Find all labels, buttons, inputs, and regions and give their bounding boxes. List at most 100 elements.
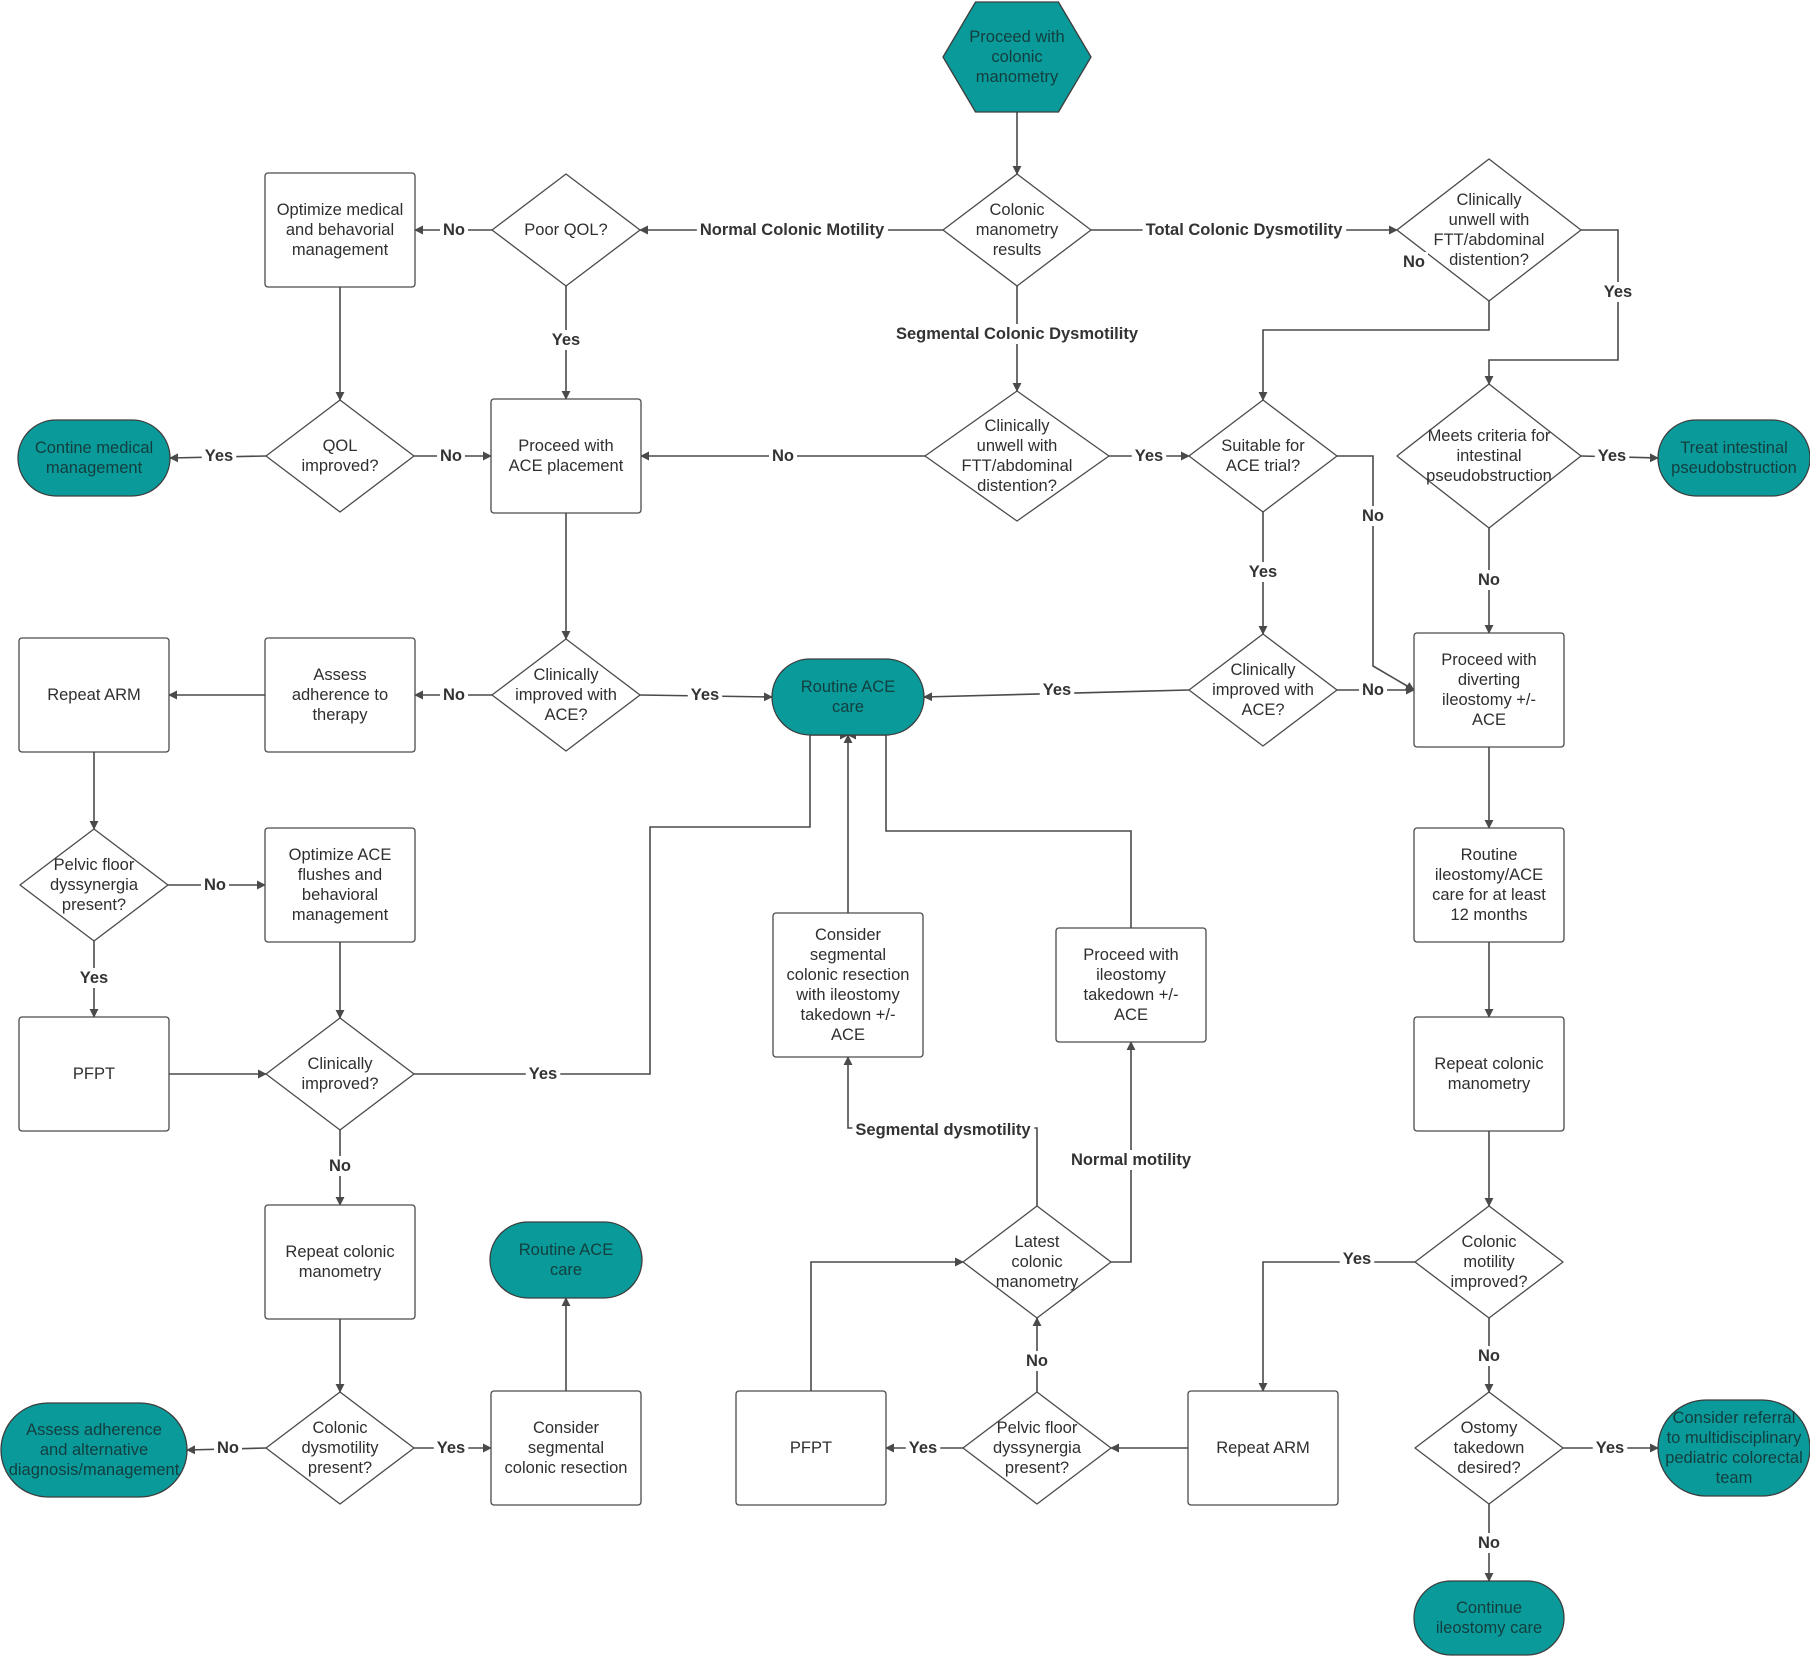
edge-label-bg <box>687 685 723 705</box>
node-label: ileostomy care <box>1436 1619 1542 1637</box>
node-label: care <box>550 1261 582 1279</box>
node-label: PFPT <box>790 1439 832 1457</box>
node-label: manometry <box>1448 1075 1531 1093</box>
node-label: Ostomy <box>1461 1419 1519 1437</box>
edge-label-bg <box>1339 1249 1375 1269</box>
node-shape <box>264 172 416 288</box>
edge-label-yes: Yes <box>687 685 723 705</box>
node-label: desired? <box>1457 1459 1520 1477</box>
edge-labels: Normal Colonic Motility Total Colonic Dys… <box>76 220 1636 1553</box>
node-label: Suitable for <box>1221 437 1305 455</box>
node-shape <box>1657 1399 1810 1497</box>
edge-label-no: No <box>1023 1351 1051 1371</box>
edge-label-normal-motility: Normal Colonic Motility <box>696 220 888 240</box>
node-label: dysmotility <box>301 1439 379 1457</box>
node-label: dyssynergia <box>993 1439 1082 1457</box>
node-label: pediatric colorectal <box>1665 1449 1803 1467</box>
node-shape <box>962 1205 1112 1319</box>
edge-label-bg <box>1023 1351 1051 1371</box>
node-label: ACE <box>1114 1006 1148 1024</box>
edge-label-bg <box>696 220 888 240</box>
edge-label-no: No <box>1359 506 1387 526</box>
node-shape <box>735 1390 887 1506</box>
node-label: takedown +/- <box>801 1006 896 1024</box>
edge-label-bg <box>214 1438 242 1458</box>
edge-label-total-dys: Total Colonic Dysmotility <box>1142 220 1347 240</box>
edge-label-text: No <box>1403 253 1425 271</box>
edge-label-yes: Yes <box>1039 680 1075 700</box>
edge-label-no: No <box>326 1156 354 1176</box>
edge-label-text: Yes <box>1596 1439 1624 1457</box>
node-label: diagnosis/management <box>9 1461 180 1479</box>
node-shape <box>490 1390 642 1506</box>
node-label: Repeat ARM <box>1216 1439 1310 1457</box>
node-label: FTT/abdominal <box>1434 231 1545 249</box>
edge-label-yes: Yes <box>1339 1249 1375 1269</box>
node-label: management <box>292 906 389 924</box>
edge-label-bg <box>1245 562 1281 582</box>
node-label: motility <box>1463 1253 1515 1271</box>
node-pseudo-criteria: Meets criteria forintestinalpseudobstruc… <box>1396 383 1582 529</box>
edge-label-text: Yes <box>529 1065 557 1083</box>
node-label: Pelvic floor <box>54 856 135 874</box>
edge-label-bg <box>548 330 584 350</box>
edge-label-bg <box>433 1438 469 1458</box>
edge-label-text: Yes <box>909 1439 937 1457</box>
node-label: Proceed with <box>1083 946 1178 964</box>
node-label: Repeat colonic <box>285 1243 394 1261</box>
node-repeat-arm-left: Repeat ARM <box>18 637 170 753</box>
edge-label-bg <box>1359 506 1387 526</box>
node-shape <box>17 419 171 497</box>
edge-label-bg <box>1475 1346 1503 1366</box>
node-label: Optimize medical <box>277 201 404 219</box>
edge-label-bg <box>326 1156 354 1176</box>
node-label: PFPT <box>73 1065 115 1083</box>
edge-label-segmental-dys-2: Segmental dysmotility <box>852 1120 1035 1140</box>
edge-label-no: No <box>1475 1533 1503 1553</box>
edge-label-bg <box>769 446 797 466</box>
edge-label-bg <box>201 875 229 895</box>
edge-label-bg <box>440 220 468 240</box>
node-label: flushes and <box>298 866 382 884</box>
edge-label-bg <box>1400 252 1428 272</box>
node-label: Repeat ARM <box>47 686 141 704</box>
node-label: unwell with <box>1449 211 1530 229</box>
node-label: segmental <box>528 1439 604 1457</box>
node-label: manometry <box>299 1263 382 1281</box>
node-shape <box>491 173 641 287</box>
edge-label-bg <box>1359 680 1387 700</box>
edge-label-text: No <box>1478 1347 1500 1365</box>
node-shape <box>489 1221 643 1299</box>
node-repeat-cm-left: Repeat colonic manometry <box>264 1204 416 1320</box>
node-label: Assess adherence <box>26 1421 162 1439</box>
edge-label-no: No <box>1475 570 1503 590</box>
node-label: Consider <box>815 926 882 944</box>
edge-label-text: No <box>217 1439 239 1457</box>
node-shape <box>771 658 925 736</box>
node-label: ACE trial? <box>1226 457 1300 475</box>
node-label: colonic resection <box>505 1459 628 1477</box>
node-label: takedown <box>1454 1439 1525 1457</box>
node-shape <box>1657 419 1810 497</box>
node-label: present? <box>1005 1459 1069 1477</box>
edge-label-bg <box>1039 680 1075 700</box>
node-label: Continue <box>1456 1599 1522 1617</box>
node-label: colonic resection <box>787 966 910 984</box>
edge-label-no: No <box>437 446 465 466</box>
node-label: ileostomy/ACE <box>1435 866 1543 884</box>
node-label: manometry <box>996 1273 1079 1291</box>
node-label: dyssynergia <box>50 876 139 894</box>
node-label: Clinically <box>307 1055 373 1073</box>
edge-label-yes: Yes <box>1594 446 1630 466</box>
node-shape <box>1188 399 1338 513</box>
edge-label-bg <box>1592 1438 1628 1458</box>
